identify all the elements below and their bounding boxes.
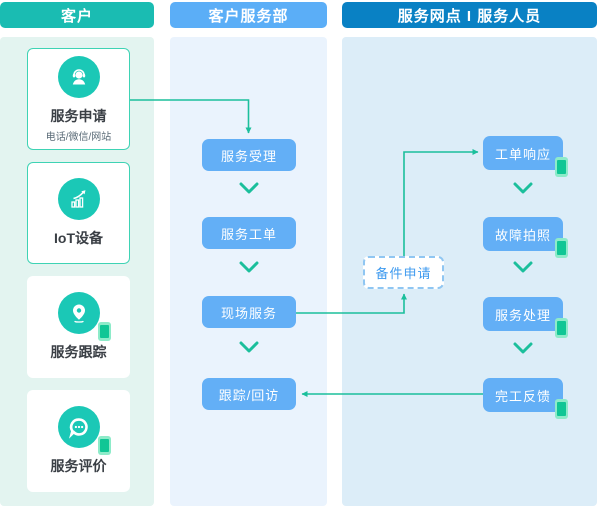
mobile-phone-icon — [555, 238, 568, 258]
step-label: 服务处理 — [494, 307, 551, 323]
agent-headset-icon — [57, 55, 100, 98]
customer-card-service-tracking: 服务跟踪 — [27, 276, 130, 378]
service-dept-column-panel — [170, 37, 327, 506]
card-label: IoT设备 — [54, 230, 103, 246]
step-fault-photo: 故障拍照 — [483, 217, 568, 258]
mobile-phone-icon — [555, 399, 568, 419]
card-label: 服务申请 — [50, 107, 107, 124]
step-service-processing: 服务处理 — [483, 297, 568, 338]
mobile-phone-icon — [555, 157, 568, 177]
location-pin-icon — [57, 292, 111, 341]
step-label: 故障拍照 — [494, 227, 551, 243]
customer-card-service-request: 服务申请 电话/微信/网站 — [27, 48, 130, 150]
mobile-phone-icon — [97, 436, 111, 455]
step-completion-feedback: 完工反馈 — [483, 378, 568, 419]
step-service-work-order: 服务工单 — [202, 217, 296, 249]
card-label: 服务跟踪 — [50, 344, 107, 360]
growth-chart-icon — [57, 178, 100, 220]
card-sublabel: 电话/微信/网站 — [45, 131, 112, 143]
column-header-field-staff: 服务网点 I 服务人员 — [342, 2, 597, 28]
step-service-acceptance: 服务受理 — [202, 139, 296, 171]
step-onsite-service: 现场服务 — [202, 296, 296, 328]
chat-bubble-icon — [57, 406, 111, 455]
column-header-service-dept: 客户服务部 — [170, 2, 327, 28]
step-label: 完工反馈 — [494, 388, 551, 404]
step-label: 工单响应 — [494, 146, 551, 162]
step-work-order-response: 工单响应 — [483, 136, 568, 177]
column-header-customer: 客户 — [0, 2, 154, 28]
step-tracking-return-visit: 跟踪/回访 — [202, 378, 296, 410]
customer-card-service-review: 服务评价 — [27, 390, 130, 492]
customer-card-iot-device: IoT设备 — [27, 162, 130, 264]
mobile-phone-icon — [97, 322, 111, 341]
card-label: 服务评价 — [50, 458, 107, 474]
mobile-phone-icon — [555, 318, 568, 338]
spare-parts-request-box: 备件申请 — [363, 256, 444, 289]
